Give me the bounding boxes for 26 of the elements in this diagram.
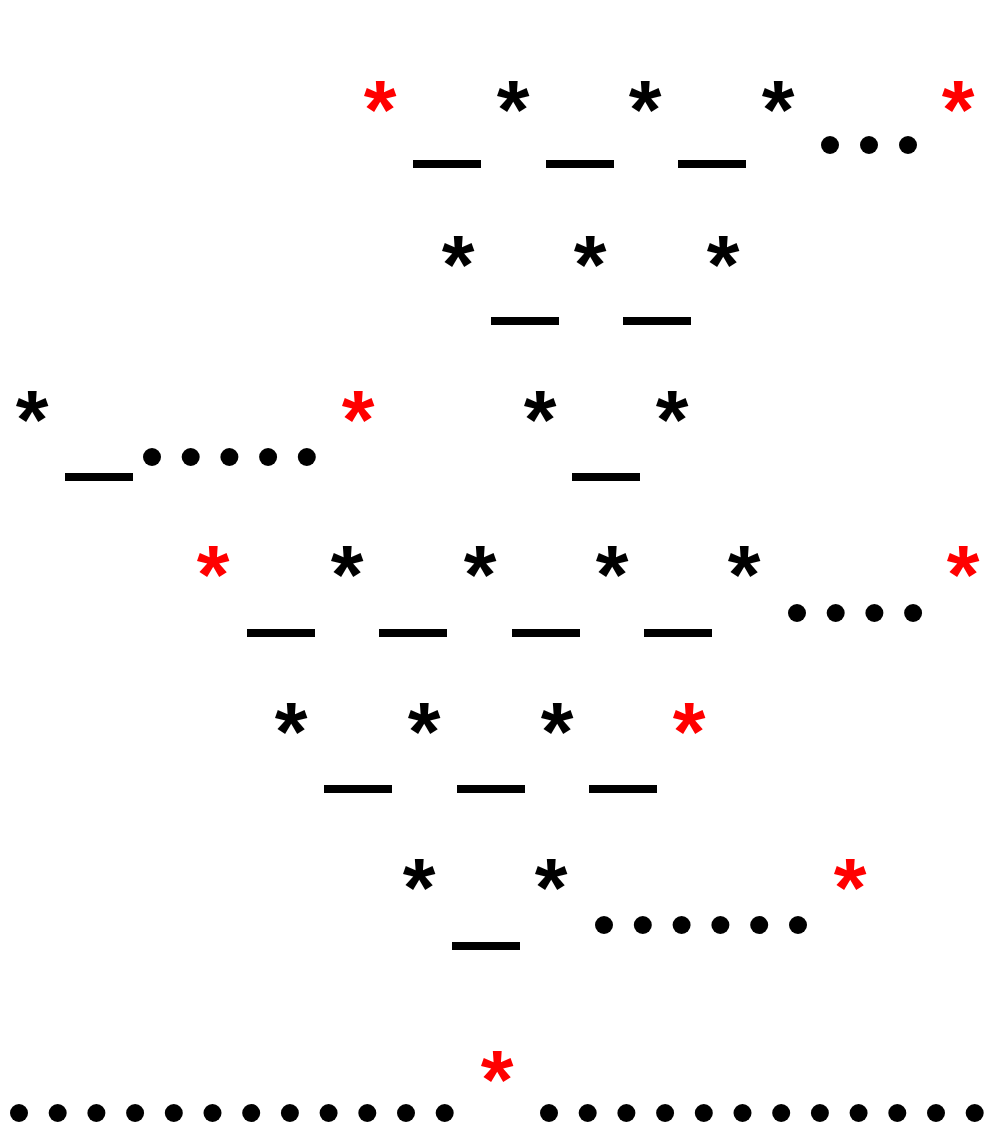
asterisk-symbol: * <box>628 68 662 152</box>
asterisk-symbol: * <box>655 378 689 462</box>
asterisk-symbol: * <box>706 223 740 307</box>
asterisk-symbol: * <box>341 378 375 462</box>
asterisk-symbol: * <box>534 846 568 930</box>
asterisk-symbol: * <box>833 846 867 930</box>
asterisk-symbol: * <box>761 68 795 152</box>
asterisk-symbol: * <box>672 690 706 774</box>
asterisk-symbol: * <box>15 378 49 462</box>
asterisk-symbol: * <box>463 533 497 617</box>
asterisk-symbol: * <box>595 533 629 617</box>
asterisk-symbol: * <box>523 378 557 462</box>
asterisk-symbol: * <box>441 223 475 307</box>
asterisk-symbol: * <box>330 533 364 617</box>
asterisk-symbol: * <box>407 690 441 774</box>
asterisk-symbol: * <box>496 68 530 152</box>
asterisk-symbol: * <box>941 68 975 152</box>
asterisk-symbol: * <box>402 846 436 930</box>
asterisk-symbol: * <box>727 533 761 617</box>
asterisk-symbol: * <box>196 533 230 617</box>
asterisk-symbol: * <box>946 533 980 617</box>
asterisk-symbol: * <box>363 68 397 152</box>
asterisk-symbol: * <box>573 223 607 307</box>
asterisk-symbol: * <box>480 1038 514 1122</box>
asterisk-symbol: * <box>274 690 308 774</box>
asterisk-symbol: * <box>540 690 574 774</box>
